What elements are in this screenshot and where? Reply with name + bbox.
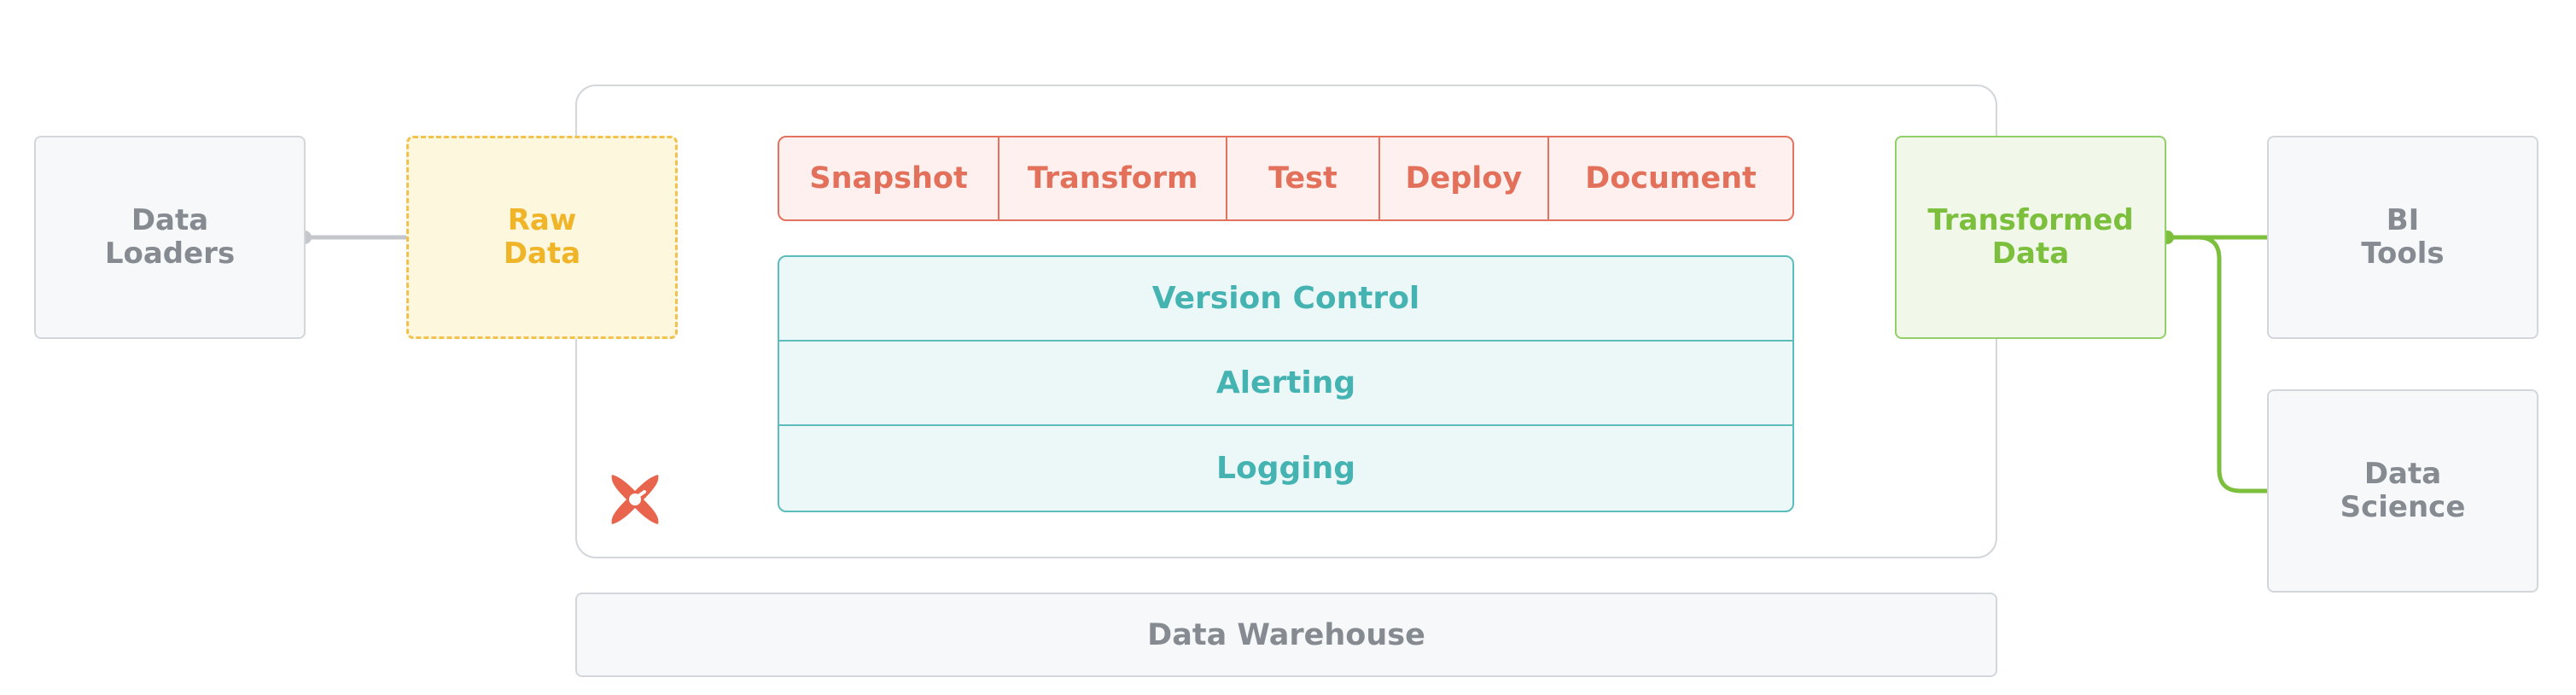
data-loaders-label-line2: Loaders <box>104 237 236 271</box>
data-loaders-box: Data Loaders <box>34 136 306 339</box>
data-warehouse-bar: Data Warehouse <box>575 593 1997 677</box>
raw-data-label-line1: Raw <box>507 202 577 237</box>
transformed-data-label-line2: Data <box>1991 237 2070 271</box>
data-science-label-line1: Data <box>2363 456 2442 491</box>
step-snapshot: Snapshot <box>779 137 1000 219</box>
data-warehouse-label: Data Warehouse <box>1147 617 1425 652</box>
bi-tools-box: BI Tools <box>2267 136 2538 339</box>
infra-logging: Logging <box>1216 451 1355 486</box>
step-document: Document <box>1585 161 1757 196</box>
transformed-data-box: Transformed Data <box>1895 136 2166 339</box>
data-science-label-line2: Science <box>2340 490 2466 524</box>
step-test: Test <box>1227 137 1380 219</box>
dbt-logo-icon <box>611 475 659 524</box>
raw-data-label-line2: Data <box>503 237 581 271</box>
bi-tools-label-line1: BI <box>2386 202 2420 237</box>
pipeline-steps-bar: Snapshot Transform Test Deploy Document <box>778 136 1794 221</box>
data-loaders-label-line1: Data <box>131 202 209 237</box>
raw-data-box: Raw Data <box>406 136 678 339</box>
step-transform: Transform <box>1000 137 1228 219</box>
data-science-box: Data Science <box>2267 389 2538 593</box>
bi-tools-label-line2: Tools <box>2361 237 2445 271</box>
infra-version-control: Version Control <box>779 257 1792 342</box>
infra-alerting: Alerting <box>779 342 1792 426</box>
transformed-data-label-line1: Transformed <box>1927 202 2134 237</box>
step-deploy: Deploy <box>1380 137 1549 219</box>
infrastructure-stack: Version Control Alerting Logging <box>778 255 1794 512</box>
